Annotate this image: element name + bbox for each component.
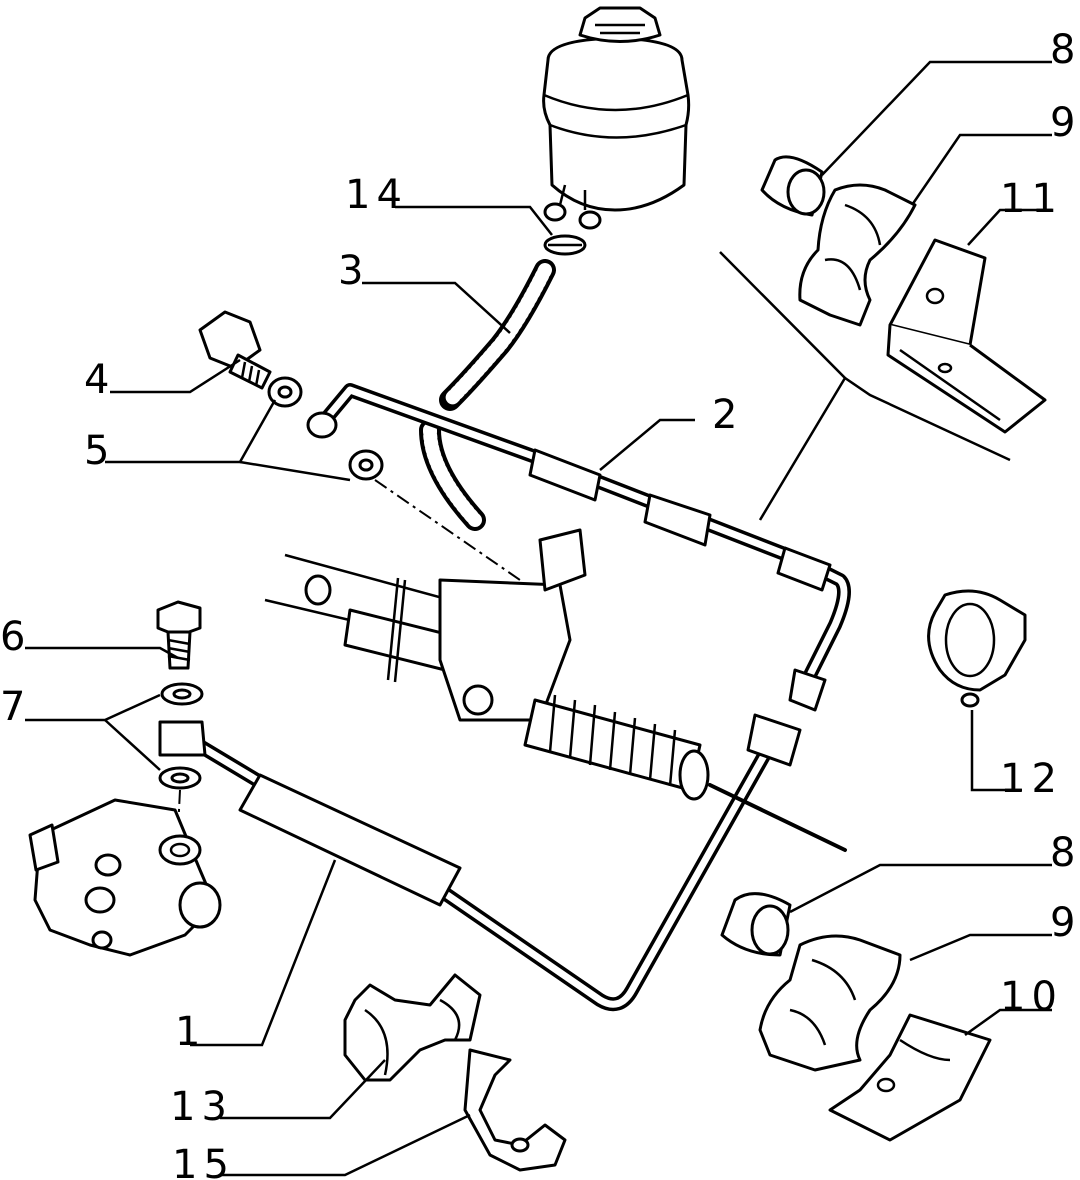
banjo-bolt-part-6 [156,600,202,670]
hose-clamp-part-14 [543,234,587,256]
pressure-pipe-part-2 [318,383,851,712]
fluid-reservoir [542,6,691,230]
callout-12: 12 [1000,756,1063,802]
callout-8-upper: 8 [1050,27,1080,73]
power-steering-pump [28,798,222,957]
callout-14: 14 [345,172,408,218]
callout-3: 3 [338,248,369,294]
pipe-clip-part-15 [463,1048,567,1172]
sealing-washers-part-5 [267,376,384,481]
callout-5: 5 [84,428,115,474]
assembly-axis-line [374,479,521,581]
callout-labels: 1 2 3 4 5 6 7 8 8 9 9 10 11 12 13 14 15 [0,27,1080,1180]
rubber-bushing-part-8-upper [760,155,826,217]
pipe-clip-part-13 [343,973,482,1082]
rubber-bushing-part-8-lower [720,892,792,957]
return-hose-part-3 [419,259,556,531]
mounting-bracket-part-11 [886,238,1047,434]
pipe-clip-part-12 [927,589,1027,708]
callout-15: 15 [172,1142,235,1180]
return-pipe-part-1 [183,713,802,1012]
leader-lines [25,60,1052,1177]
callout-8-lower: 8 [1050,830,1080,876]
half-clamp-part-9-upper [798,183,917,327]
callout-9-upper: 9 [1050,100,1080,146]
banjo-bolt-part-4 [198,310,272,390]
sealing-washers-part-7 [158,682,207,790]
callout-4: 4 [84,357,115,403]
mounting-bracket-part-10 [828,1013,992,1142]
callout-1: 1 [175,1009,206,1055]
callout-9-lower: 9 [1050,900,1080,946]
callout-6: 6 [0,614,31,660]
callout-2: 2 [712,392,743,438]
callout-7: 7 [0,684,31,730]
callout-13: 13 [170,1084,233,1130]
steering-rack [264,528,847,852]
callout-10: 10 [1000,974,1063,1020]
half-clamp-part-9-lower [758,934,902,1072]
callout-11: 11 [1000,176,1063,222]
